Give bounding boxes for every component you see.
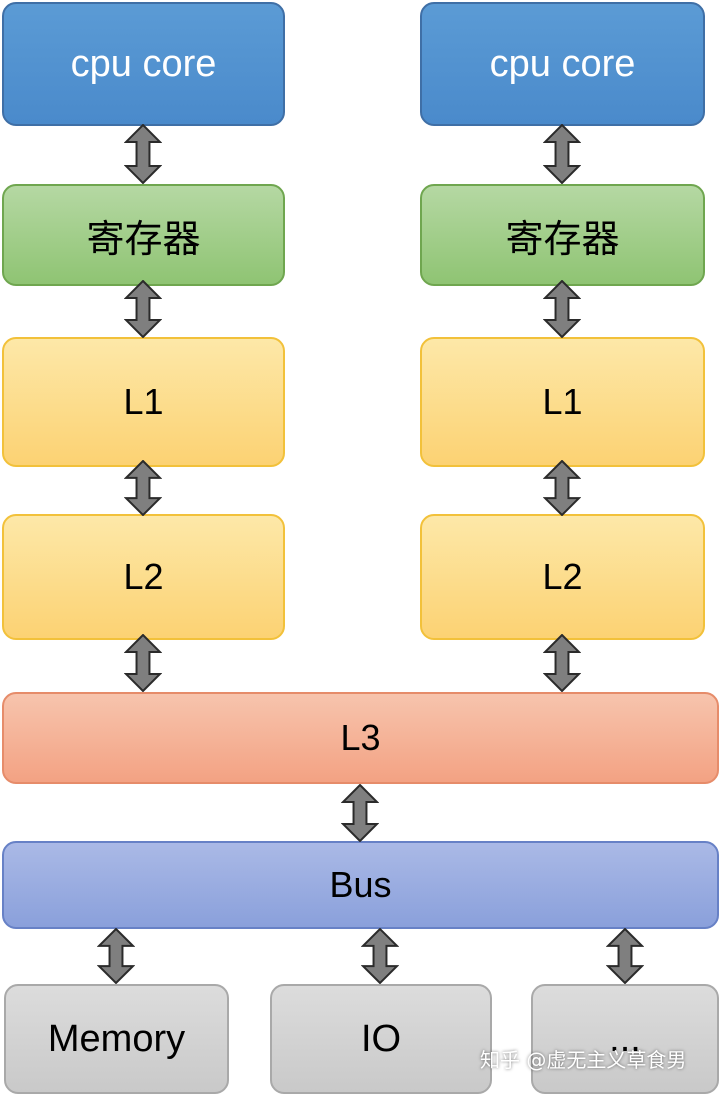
- arrow-bus-other: [606, 928, 644, 984]
- l3-cache-box: L3: [2, 692, 719, 784]
- arrow-bus-memory: [97, 928, 135, 984]
- right-cpu-core-box: cpu core: [420, 2, 705, 126]
- memory-label: Memory: [47, 1017, 186, 1060]
- other-devices-label: ...: [609, 1017, 641, 1060]
- io-box: IO: [270, 984, 492, 1094]
- arrow-left-cpu-register: [124, 124, 162, 184]
- left-cpu-core-label: cpu core: [70, 42, 217, 85]
- left-l2-label: L2: [123, 556, 164, 597]
- arrow-l3-bus: [341, 784, 379, 842]
- left-l2-cache-box: L2: [2, 514, 285, 640]
- arrow-right-register-l1: [543, 280, 581, 338]
- left-register-label: 寄存器: [86, 216, 201, 261]
- arrow-right-l2-l3: [543, 634, 581, 692]
- arrow-left-l2-l3: [124, 634, 162, 692]
- right-register-box: 寄存器: [420, 184, 705, 286]
- bus-label: Bus: [329, 864, 392, 905]
- memory-box: Memory: [4, 984, 229, 1094]
- arrow-right-cpu-register: [543, 124, 581, 184]
- right-register-label: 寄存器: [505, 216, 620, 261]
- right-l1-label: L1: [542, 381, 583, 422]
- right-l2-cache-box: L2: [420, 514, 705, 640]
- l3-label: L3: [340, 717, 381, 758]
- io-label: IO: [360, 1017, 402, 1060]
- bus-box: Bus: [2, 841, 719, 929]
- right-l1-cache-box: L1: [420, 337, 705, 467]
- arrow-right-l1-l2: [543, 460, 581, 516]
- right-cpu-core-label: cpu core: [489, 42, 636, 85]
- watermark-text: 知乎 @虚无主义草食男: [480, 1048, 687, 1072]
- arrow-left-l1-l2: [124, 460, 162, 516]
- right-l2-label: L2: [542, 556, 583, 597]
- left-register-box: 寄存器: [2, 184, 285, 286]
- left-l1-cache-box: L1: [2, 337, 285, 467]
- arrow-left-register-l1: [124, 280, 162, 338]
- other-devices-box: ...: [531, 984, 719, 1094]
- arrow-bus-io: [361, 928, 399, 984]
- left-cpu-core-box: cpu core: [2, 2, 285, 126]
- left-l1-label: L1: [123, 381, 164, 422]
